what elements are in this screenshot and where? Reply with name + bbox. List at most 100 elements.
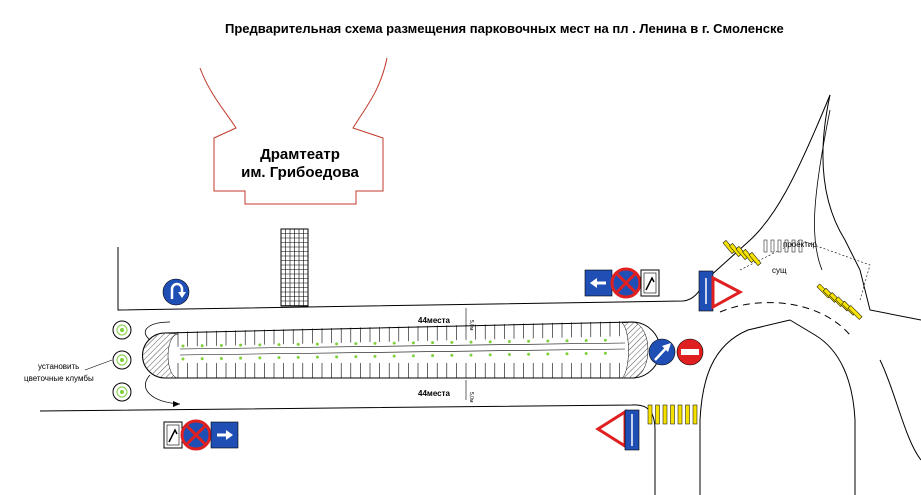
crosswalk-stripe bbox=[670, 404, 675, 425]
parking-car-mark bbox=[315, 342, 319, 346]
crosswalk-stripe-planned bbox=[763, 239, 768, 253]
parking-car-mark bbox=[527, 339, 531, 343]
flowerbed-1 bbox=[112, 320, 132, 340]
parking-car-mark bbox=[296, 342, 300, 346]
parking-car-mark bbox=[565, 339, 569, 343]
crosswalk-stripe-planned bbox=[777, 239, 782, 253]
parking-car-mark bbox=[181, 357, 185, 361]
parking-car-mark bbox=[488, 353, 492, 357]
crosswalk-stripe-planned bbox=[784, 239, 789, 253]
parking-car-mark bbox=[584, 339, 588, 343]
no-stopping-sign-icon-south bbox=[180, 419, 212, 451]
parking-car-mark bbox=[565, 352, 569, 356]
flowerbed-3 bbox=[112, 382, 132, 402]
parking-car-mark bbox=[373, 354, 377, 358]
crosswalk-stripe bbox=[692, 404, 698, 425]
parking-car-mark bbox=[603, 338, 607, 342]
flowerbed-note-line2: цветочные клумбы bbox=[24, 374, 94, 383]
yield-sign-icon-north bbox=[698, 270, 744, 312]
parking-car-mark bbox=[200, 344, 204, 348]
parking-car-mark bbox=[354, 355, 358, 359]
crosswalk-east bbox=[816, 283, 863, 320]
south-parking-stalls bbox=[177, 363, 620, 378]
theatre-name-line1: Драмтеатр bbox=[260, 146, 340, 163]
crosswalk-stripe bbox=[662, 404, 668, 425]
parking-car-marks bbox=[181, 338, 607, 361]
parking-car-mark bbox=[258, 343, 262, 347]
left-direction-sign-icon bbox=[584, 269, 613, 297]
parking-car-mark bbox=[546, 352, 550, 356]
flowerbed-2 bbox=[112, 350, 132, 370]
parking-car-mark bbox=[277, 343, 281, 347]
parking-car-mark bbox=[450, 353, 454, 357]
parking-car-mark bbox=[603, 351, 607, 355]
right-direction-sign-icon bbox=[210, 421, 239, 449]
crosswalk-stripe bbox=[748, 251, 762, 267]
parking-car-mark bbox=[411, 341, 415, 345]
theatre-name-line2: им. Грибоедова bbox=[241, 164, 359, 181]
theatre-building: Драмтеатр им. Грибоедова bbox=[199, 57, 388, 205]
no-stopping-sign-icon bbox=[610, 267, 642, 299]
north-capacity-label: 44места bbox=[418, 316, 451, 325]
svg-text:5,0м: 5,0м bbox=[468, 320, 474, 331]
crosswalk-south bbox=[647, 404, 698, 425]
south-dimension: 5,0м bbox=[465, 380, 474, 403]
parking-car-mark bbox=[181, 344, 185, 348]
svg-text:5,0м: 5,0м bbox=[468, 392, 474, 403]
parking-car-mark bbox=[277, 356, 281, 360]
parking-car-mark bbox=[584, 352, 588, 356]
parking-car-mark bbox=[507, 353, 511, 357]
crosswalk-stripe bbox=[647, 404, 653, 425]
crosswalk-label-planned: проектир bbox=[783, 240, 817, 249]
yield-sign-icon-south bbox=[595, 409, 640, 451]
parking-car-mark bbox=[354, 342, 358, 346]
crosswalk-northeast bbox=[722, 239, 803, 267]
parking-car-mark bbox=[431, 354, 435, 358]
parking-car-mark bbox=[219, 343, 223, 347]
north-parking-stalls bbox=[177, 321, 620, 347]
crosswalk-stripe-planned bbox=[798, 239, 803, 253]
parking-car-mark bbox=[239, 356, 243, 360]
diagram-title: Предварительная схема размещения парково… bbox=[225, 21, 784, 36]
parking-car-mark bbox=[335, 342, 339, 346]
parking-car-mark bbox=[469, 340, 473, 344]
crosswalk-label-existing: сущ bbox=[772, 266, 787, 275]
no-entry-sign-icon bbox=[676, 338, 704, 366]
south-capacity-label: 44места bbox=[418, 389, 451, 398]
parking-car-mark bbox=[392, 354, 396, 358]
crosswalk-stripe-planned bbox=[770, 239, 775, 253]
crosswalk-stripe-planned bbox=[791, 239, 796, 253]
parking-car-mark bbox=[200, 357, 204, 361]
parking-car-mark bbox=[411, 354, 415, 358]
parking-car-mark bbox=[239, 343, 243, 347]
crosswalk-stripe bbox=[677, 404, 683, 425]
north-sign-group bbox=[584, 267, 660, 299]
north-dimension: 5,0м bbox=[465, 308, 474, 331]
parking-car-mark bbox=[392, 341, 396, 345]
parking-car-mark bbox=[296, 355, 300, 359]
parking-car-mark bbox=[315, 355, 319, 359]
tow-truck-sign-icon-south bbox=[163, 421, 183, 449]
crosswalk-stripe bbox=[685, 404, 690, 425]
parking-car-mark bbox=[450, 340, 454, 344]
grid-walkway bbox=[280, 228, 309, 307]
crosswalk-stripe bbox=[847, 305, 863, 320]
parking-car-mark bbox=[431, 341, 435, 345]
parking-car-mark bbox=[469, 353, 473, 357]
south-sign-group bbox=[163, 419, 239, 451]
central-median bbox=[142, 321, 661, 407]
parking-car-mark bbox=[527, 352, 531, 356]
parking-car-mark bbox=[507, 340, 511, 344]
parking-car-mark bbox=[546, 339, 550, 343]
parking-car-mark bbox=[488, 340, 492, 344]
parking-car-mark bbox=[335, 355, 339, 359]
tow-truck-sign-icon bbox=[640, 269, 660, 297]
parking-car-mark bbox=[373, 341, 377, 345]
u-turn-sign-icon bbox=[162, 278, 190, 306]
flowerbed-note-line1: установить bbox=[38, 362, 79, 371]
parking-car-mark bbox=[258, 356, 262, 360]
keep-right-sign-icon bbox=[648, 338, 676, 366]
flowerbeds: установить цветочные клумбы bbox=[24, 320, 132, 402]
parking-car-mark bbox=[219, 356, 223, 360]
crosswalk-stripe bbox=[655, 404, 660, 425]
